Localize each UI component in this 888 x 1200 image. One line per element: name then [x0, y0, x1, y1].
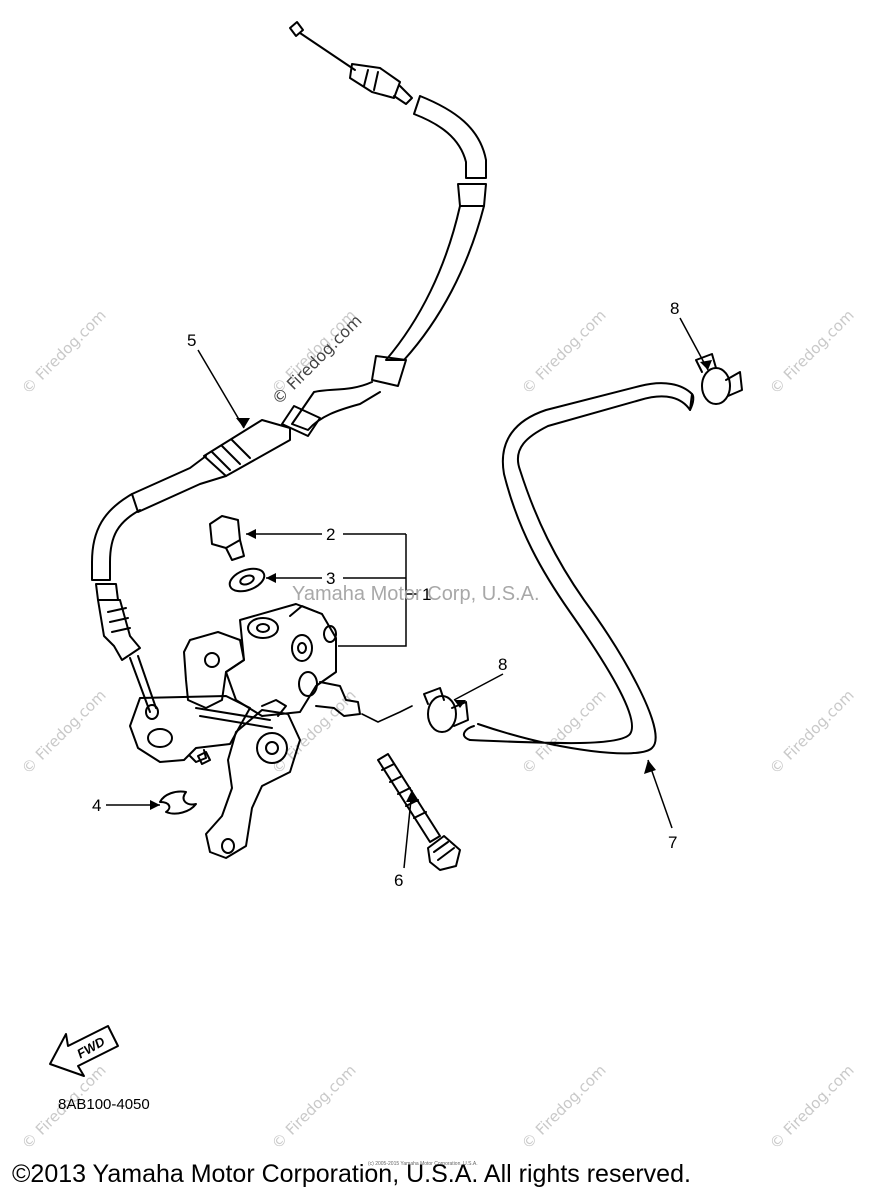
- oil-pump-part-1: [129, 603, 361, 859]
- cable-lower-cap: [95, 583, 119, 601]
- washer-part-3: [228, 567, 266, 593]
- pump-inlet: [291, 634, 313, 662]
- screw-shank: [377, 753, 441, 843]
- cable-adjuster-top: [349, 63, 401, 99]
- bolt-part-2: [209, 515, 245, 561]
- pump-side-plug: [323, 625, 337, 643]
- bolt-head: [209, 515, 241, 549]
- pump-lever-pivot: [265, 741, 279, 755]
- cable-taper: [291, 381, 381, 431]
- pump-bleed-port: [247, 617, 279, 639]
- callout-7: 7: [668, 833, 677, 852]
- cable-housing-lower: [91, 493, 141, 581]
- outlet-connection-line: [361, 705, 413, 723]
- leader-5: [197, 349, 245, 429]
- cable-wire-bottom-2: [137, 655, 157, 709]
- callout-6: 6: [394, 871, 403, 890]
- screw-threads: [381, 763, 427, 819]
- pump-bracket-edge: [195, 707, 273, 729]
- screw-head: [427, 835, 461, 871]
- tiny-notice: (c) 2005-2015 Yamaha Motor Corporation, …: [368, 1161, 478, 1167]
- pump-lever-end-hole: [221, 838, 235, 854]
- cable-nut-top: [393, 85, 413, 105]
- callout-8-upper: 8: [670, 299, 679, 318]
- cable-wire-bottom: [129, 657, 151, 713]
- throttle-cable: [91, 21, 487, 720]
- pump-lower-port: [298, 671, 318, 697]
- cable-housing-upper: [413, 95, 487, 179]
- arrow-8-upper: [700, 360, 712, 370]
- cable-lower-threads: [107, 607, 131, 633]
- pump-bracket: [129, 695, 251, 763]
- clamp-lower-ring: [427, 695, 457, 733]
- clamp-upper-tab: [695, 353, 717, 373]
- leader-bracket-1: [338, 534, 407, 647]
- clamp-lower-tab: [423, 687, 445, 705]
- bolt-shank: [225, 539, 245, 561]
- pump-bracket-hole: [147, 728, 173, 748]
- pump-bleed-hole: [256, 623, 270, 633]
- leader-6: [403, 789, 413, 869]
- screw-part-6: [377, 753, 461, 871]
- arrow-6: [406, 790, 418, 802]
- arrow-4: [150, 800, 160, 810]
- copyright-notice: ©2013 Yamaha Motor Corporation, U.S.A. A…: [12, 1160, 691, 1188]
- callout-8-lower: 8: [498, 655, 507, 674]
- pump-mount-hole: [204, 652, 220, 668]
- cable-sleeve: [457, 183, 487, 207]
- pump-top-edge: [289, 605, 323, 617]
- leader-8-lower: [453, 673, 504, 701]
- clip-part-4: [159, 790, 197, 815]
- arrow-3: [266, 573, 276, 583]
- cable-lower-sheath: [131, 455, 227, 513]
- pump-inlet-hole: [297, 642, 307, 654]
- cable-clamp: [371, 355, 407, 387]
- pump-small-pin: [197, 751, 211, 765]
- cable-end-top: [289, 21, 304, 37]
- oil-hose-outer: [469, 382, 693, 755]
- cable-housing-middle: [385, 205, 485, 361]
- callout-1: 1: [422, 585, 431, 604]
- screw-head-knurl: [433, 841, 455, 861]
- cable-ferrule: [281, 405, 321, 437]
- arrow-7: [644, 760, 656, 774]
- clamp-upper-tab-2: [725, 371, 743, 397]
- part-code: 8AB100-4050: [58, 1096, 150, 1113]
- pump-lever-hub: [256, 732, 288, 764]
- leader-8-upper: [679, 317, 709, 371]
- hose-clamp-upper-part-8: [695, 353, 743, 405]
- pump-body: [225, 603, 337, 717]
- cable-wire-top: [299, 32, 356, 71]
- cable-lower-adjuster: [97, 599, 141, 661]
- arrow-5: [236, 418, 250, 428]
- pump-lever: [205, 709, 301, 859]
- oil-hose-end-lower: [462, 725, 475, 741]
- hose-clamp-lower-part-8: [423, 687, 469, 733]
- callout-4: 4: [92, 796, 101, 815]
- cable-adjuster-body: [203, 419, 291, 477]
- washer-hole: [239, 574, 255, 586]
- callout-3: 3: [326, 569, 335, 588]
- oil-hose-end-upper: [689, 393, 695, 411]
- clamp-upper-ring: [701, 367, 731, 405]
- cable-adjuster-detail: [363, 69, 379, 91]
- corp-watermark: Yamaha Motor Corp, U.S.A.: [292, 583, 540, 605]
- cable-adjuster-threads: [211, 439, 251, 471]
- pump-outlet-nozzle: [315, 681, 361, 717]
- callout-5: 5: [187, 331, 196, 350]
- cable-end-bottom: [145, 704, 159, 720]
- fwd-arrow-icon: [49, 1025, 119, 1077]
- arrow-2: [246, 529, 256, 539]
- arrow-8-lower: [454, 700, 466, 708]
- callout-2: 2: [326, 525, 335, 544]
- pump-lever-cap: [261, 699, 287, 717]
- oil-hose-part-7: [462, 382, 695, 755]
